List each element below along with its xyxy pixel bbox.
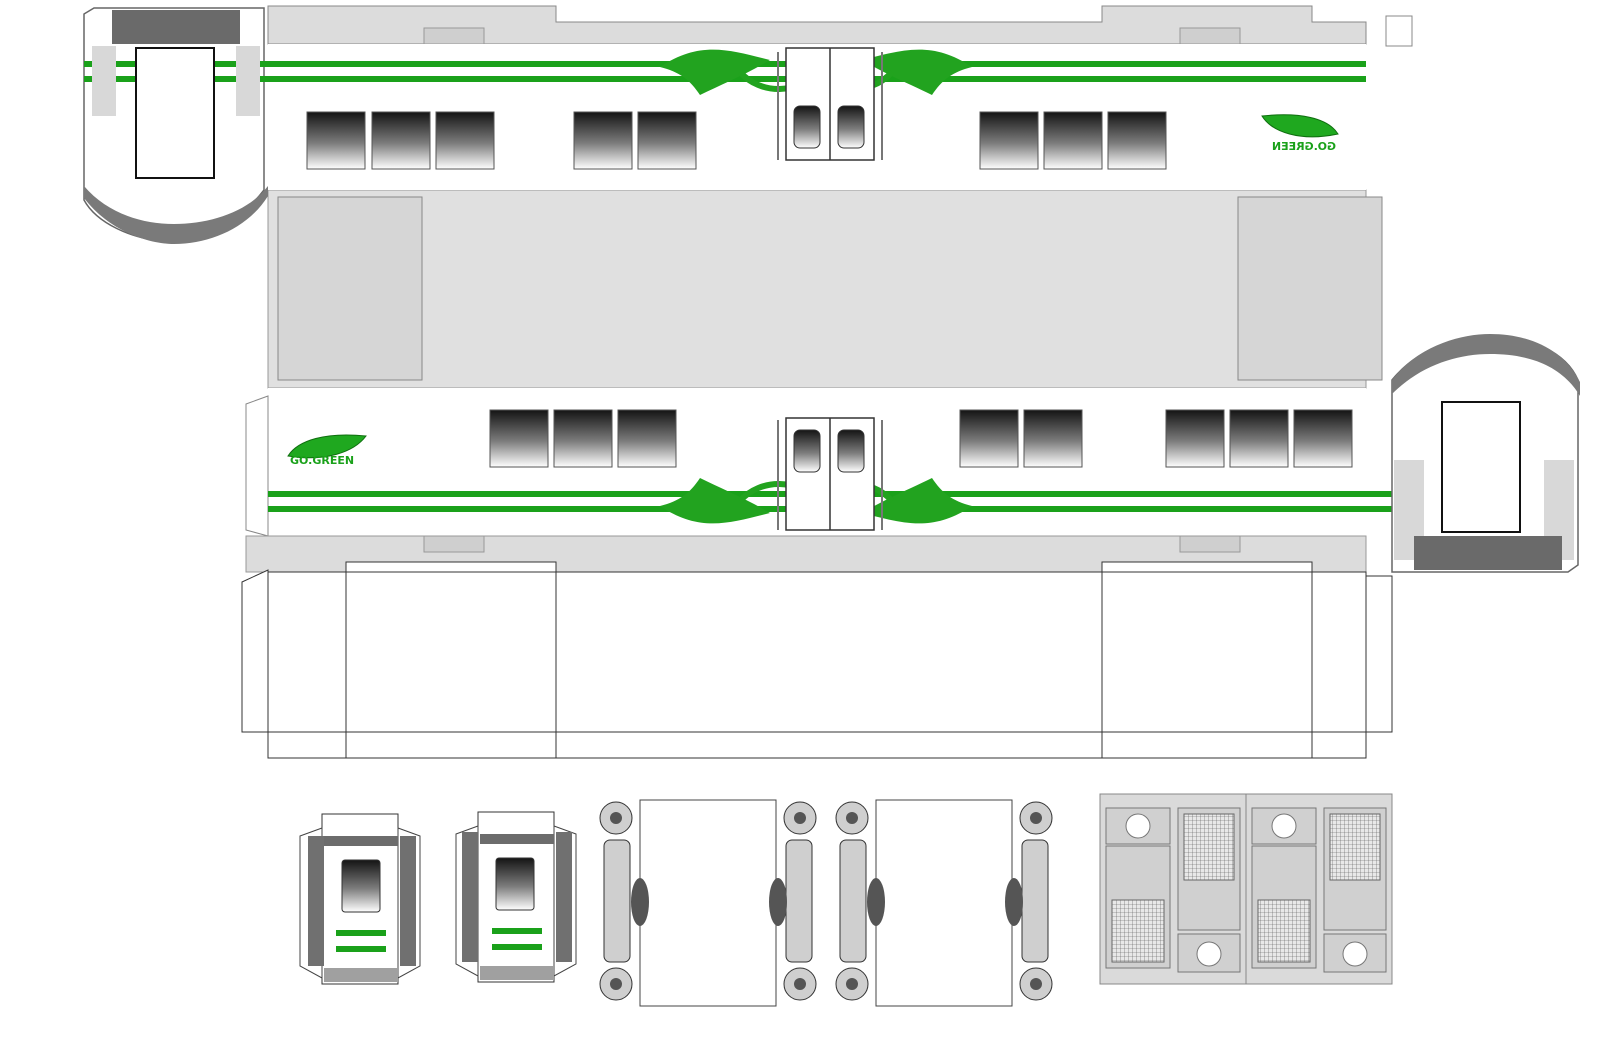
window — [637, 111, 697, 170]
window — [553, 409, 613, 468]
window — [617, 409, 677, 468]
window — [1293, 409, 1353, 468]
window — [1229, 409, 1289, 468]
logo-top-text: GO.GREEN — [1272, 140, 1336, 153]
window — [1023, 409, 1083, 468]
logo-bottom: GO.GREEN — [287, 434, 367, 467]
leaf-icon — [1261, 114, 1339, 138]
window — [435, 111, 495, 170]
window — [979, 111, 1039, 170]
end-cap-right — [1391, 334, 1580, 573]
car-side-top: GO.GREEN — [84, 5, 1413, 190]
window — [371, 111, 431, 170]
window-group — [306, 111, 1167, 170]
bogie-2 — [835, 799, 1053, 1007]
door — [777, 47, 883, 161]
cab-front-1 — [299, 813, 421, 985]
window — [1165, 409, 1225, 468]
car-side-bottom: GO.GREEN — [245, 388, 1550, 573]
door — [777, 417, 883, 531]
window — [489, 409, 549, 468]
window-group — [489, 409, 1353, 468]
logo-bottom-text: GO.GREEN — [290, 454, 354, 467]
roof-panel — [267, 189, 1383, 389]
end-cap-left — [83, 7, 268, 244]
window — [306, 111, 366, 170]
leaf-icon — [287, 434, 367, 459]
window — [1043, 111, 1103, 170]
logo-top: GO.GREEN — [1261, 114, 1339, 153]
floor-panel — [241, 561, 1393, 759]
window — [573, 111, 633, 170]
cab-front-2 — [455, 811, 577, 983]
bogie-1 — [599, 799, 817, 1007]
window — [959, 409, 1019, 468]
roof-vent-panels — [1099, 793, 1393, 985]
window — [1107, 111, 1167, 170]
